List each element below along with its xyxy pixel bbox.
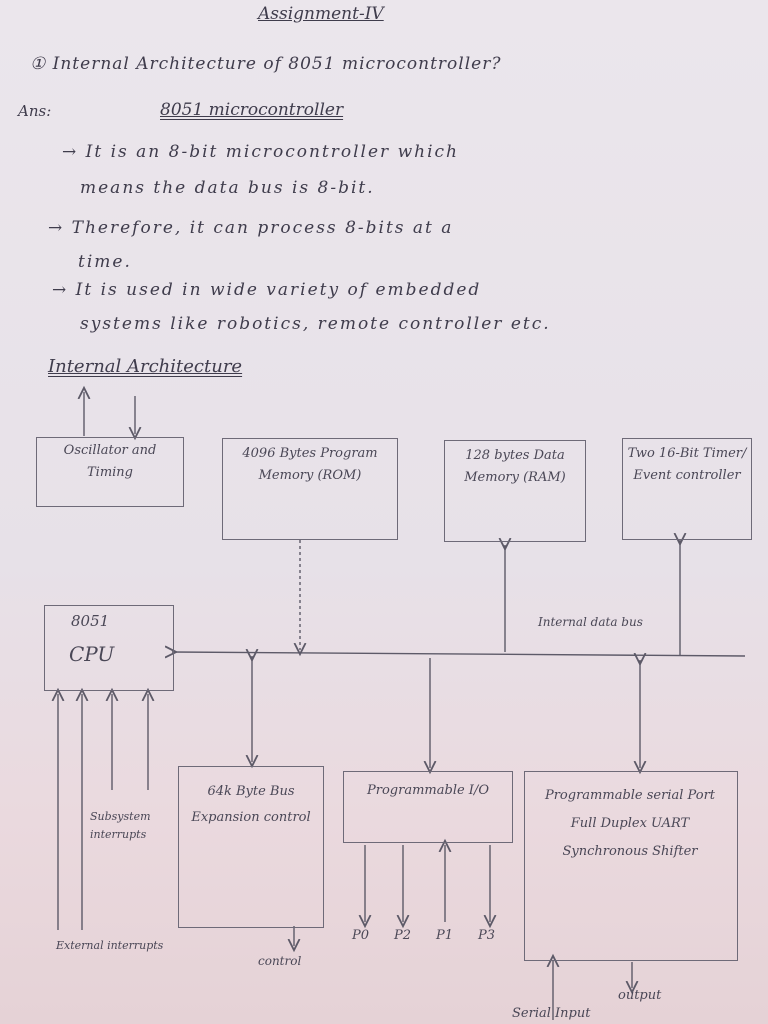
serial-port-block: Programmable serial Port Full Duplex UAR… xyxy=(524,771,738,961)
serial-port-label: Programmable serial Port Full Duplex UAR… xyxy=(544,788,716,859)
external-interrupts-label: External interrupts xyxy=(56,939,164,952)
point-line-4: time. xyxy=(78,252,132,272)
point-line-3: → Therefore, it can process 8-bits at a xyxy=(48,218,454,238)
data-memory-block: 128 bytes Data Memory (RAM) xyxy=(444,440,586,542)
output-label: output xyxy=(618,988,662,1003)
program-memory-block: 4096 Bytes Program Memory (ROM) xyxy=(222,438,398,540)
expansion-label: 64k Byte Bus Expansion control xyxy=(191,784,311,825)
port-p3-label: P3 xyxy=(478,928,496,943)
timer-label: Two 16-Bit Timer/ Event controller xyxy=(627,446,747,483)
point-line-2: means the data bus is 8-bit. xyxy=(80,178,375,198)
answer-label: Ans: xyxy=(18,102,52,120)
expansion-block: 64k Byte Bus Expansion control xyxy=(178,766,324,928)
oscillator-label: Oscillator and Timing xyxy=(63,443,157,480)
io-label: Programmable I/O xyxy=(367,783,489,798)
cpu-block: 8051 CPU xyxy=(44,605,174,691)
program-memory-label: 4096 Bytes Program Memory (ROM) xyxy=(242,446,378,483)
io-block: Programmable I/O xyxy=(343,771,513,843)
point-line-1: → It is an 8-bit microcontroller which xyxy=(62,142,459,162)
answer-heading: 8051 microcontroller xyxy=(160,100,344,120)
page-title: Assignment-IV xyxy=(258,4,384,24)
port-p1-label: P1 xyxy=(436,928,454,943)
question-text: ① Internal Architecture of 8051 microcon… xyxy=(30,54,502,74)
serial-input-label: Serial Input xyxy=(512,1006,591,1021)
section-heading: Internal Architecture xyxy=(48,356,243,377)
internal-bus-label: Internal data bus xyxy=(538,615,643,629)
port-p0-label: P0 xyxy=(352,928,370,943)
control-label: control xyxy=(258,954,302,968)
cpu-label-1: 8051 xyxy=(71,612,110,630)
port-p2-label: P2 xyxy=(394,928,412,943)
point-line-6: systems like robotics, remote controller… xyxy=(80,314,551,334)
cpu-label-2: CPU xyxy=(69,642,115,666)
oscillator-block: Oscillator and Timing xyxy=(36,437,184,507)
timer-block: Two 16-Bit Timer/ Event controller xyxy=(622,438,752,540)
point-line-5: → It is used in wide variety of embedded xyxy=(52,280,482,300)
subsystem-interrupts-label: Subsystem interrupts xyxy=(90,810,151,841)
data-memory-label: 128 bytes Data Memory (RAM) xyxy=(464,448,566,485)
